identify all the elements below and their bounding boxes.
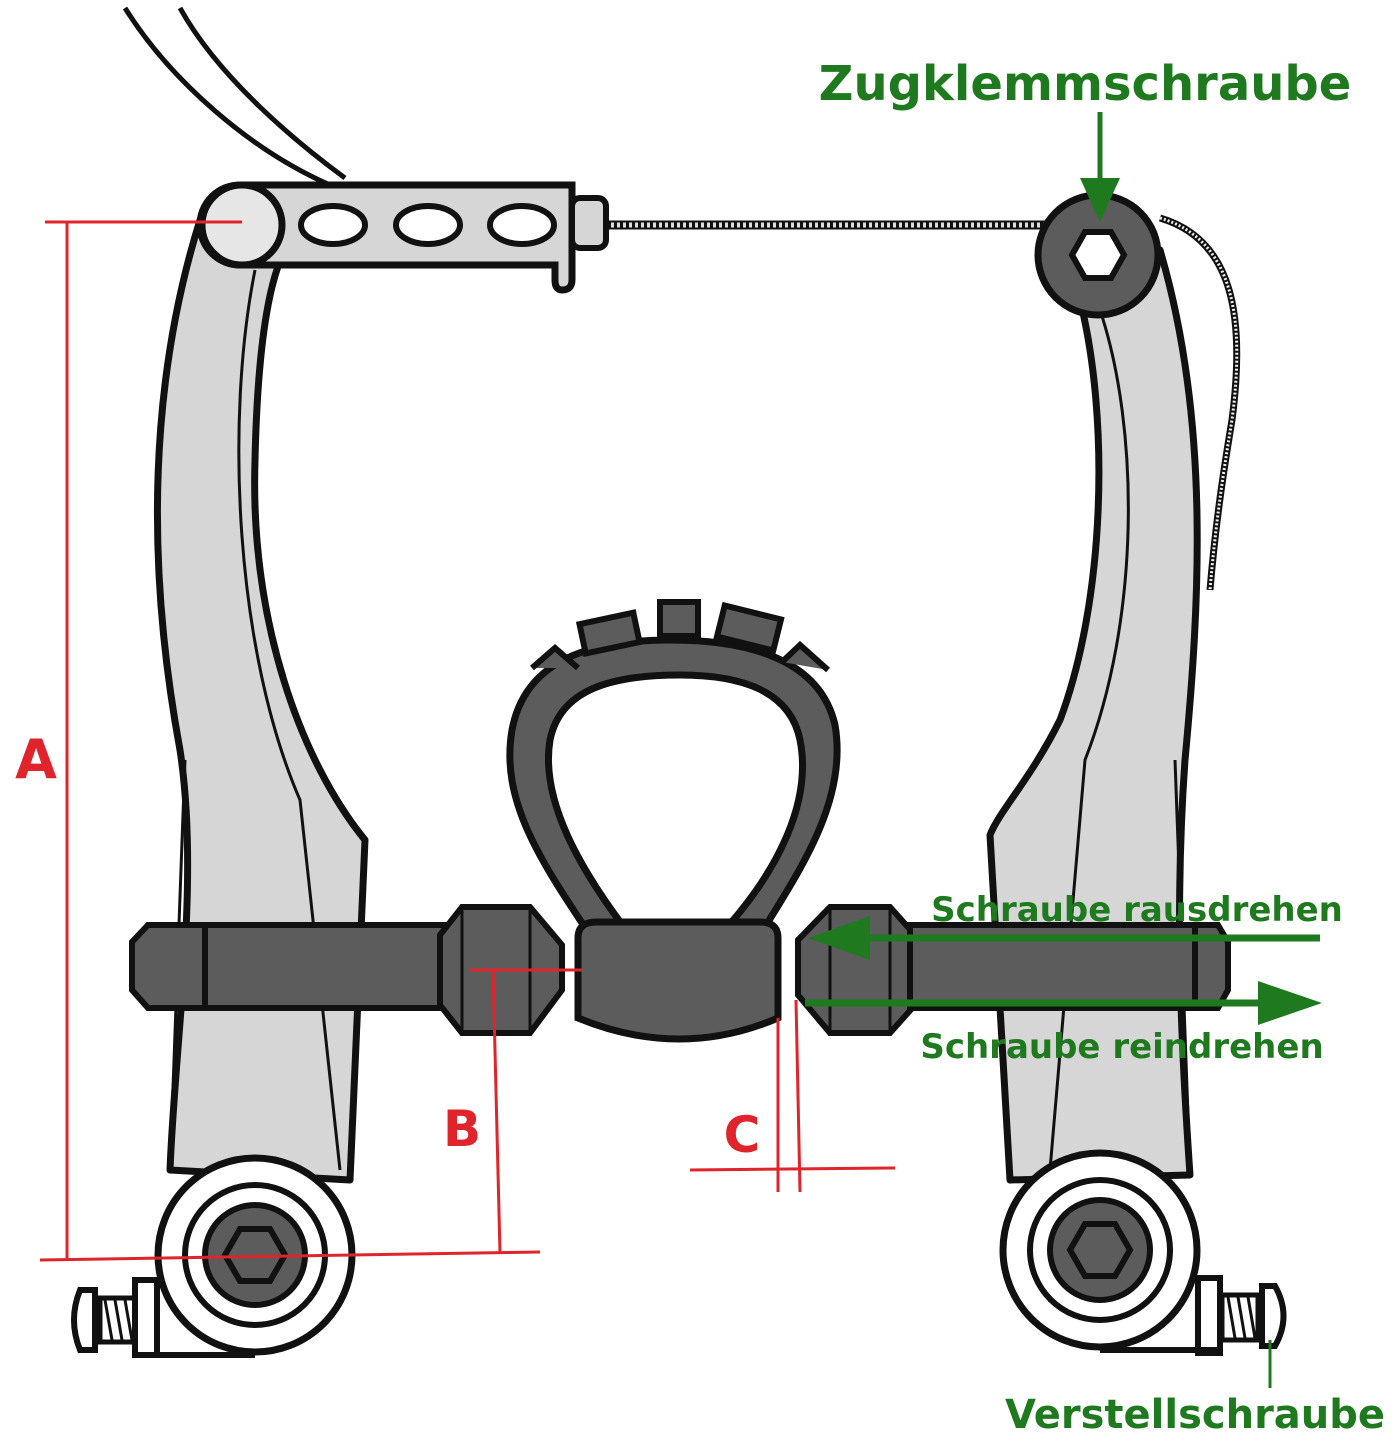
dimension-c — [689, 999, 896, 1193]
right-spring-tension-screw — [1100, 1275, 1287, 1356]
brake-booster — [506, 599, 841, 1043]
label-dim-c: C — [724, 1106, 761, 1164]
cable-end — [1159, 214, 1241, 591]
cable-noodle — [196, 181, 609, 294]
label-schraube-rausdrehen: Schraube rausdrehen — [931, 890, 1343, 930]
left-brake-arm — [153, 216, 369, 1184]
left-pivot — [154, 1154, 356, 1356]
cable-housing — [122, 6, 347, 188]
right-pivot — [999, 1149, 1201, 1351]
label-verstellschraube: Verstellschraube — [1005, 1392, 1385, 1438]
label-zugklemmschraube: Zugklemmschraube — [819, 56, 1352, 112]
label-dim-a: A — [15, 728, 57, 791]
dimension-a — [39, 220, 541, 1262]
dimension-b — [470, 968, 582, 1254]
cable-clamp-bolt — [1034, 191, 1162, 319]
left-spring-tension-screw — [71, 1277, 255, 1358]
arrow-zugklemmschraube — [1080, 112, 1120, 222]
label-dim-b: B — [443, 1100, 481, 1158]
arrow-schraube-reindrehen — [805, 981, 1322, 1025]
label-schraube-reindrehen: Schraube reindrehen — [920, 1027, 1323, 1067]
arrow-schraube-rausdrehen — [808, 916, 1320, 960]
